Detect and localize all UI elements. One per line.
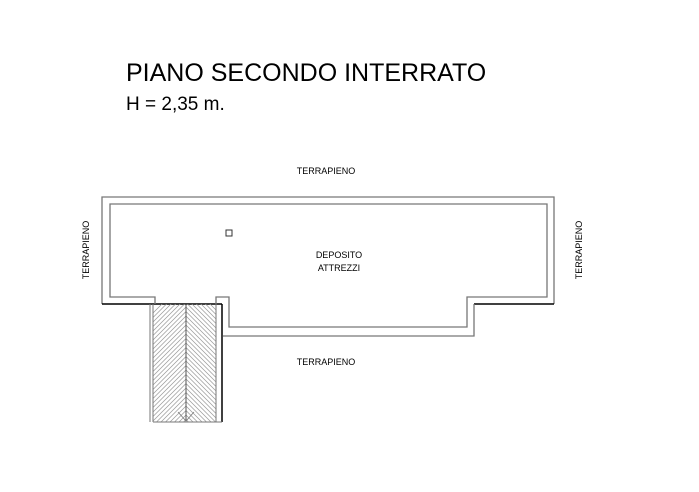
hatch-line	[153, 338, 186, 372]
hatch-line	[186, 442, 216, 472]
hatch-line	[153, 304, 172, 323]
hatch-line	[186, 347, 216, 378]
inner-wall	[109, 203, 548, 328]
hatch-line	[186, 315, 216, 347]
hatch-line	[196, 304, 216, 324]
hatch-line	[186, 438, 216, 468]
height-label: H = 2,35 m.	[126, 94, 225, 115]
hatch-line	[186, 456, 216, 486]
hatch-line	[153, 324, 186, 359]
hatch-line	[186, 306, 216, 338]
hatch-line	[200, 304, 216, 320]
terrapieno-left-label: TERRAPIENO	[81, 221, 91, 280]
room-label-deposito: DEPOSITO	[316, 250, 362, 260]
hatch-line	[186, 424, 216, 454]
hatch-line	[186, 320, 216, 351]
hatch-line	[186, 396, 212, 422]
hatch-line	[187, 304, 216, 333]
hatch-line	[169, 405, 186, 422]
hatch-line	[186, 451, 216, 481]
hatch-line	[153, 342, 186, 377]
hatch-line	[186, 419, 189, 422]
hatch-line	[186, 401, 207, 422]
hatch-line	[153, 360, 186, 395]
hatch-line	[153, 365, 186, 399]
hatch-line	[153, 304, 163, 314]
room-label-attrezzi: ATTREZZI	[318, 263, 360, 273]
staircase	[149, 304, 223, 489]
hatch-line	[186, 433, 216, 463]
hatch-line	[191, 304, 216, 329]
terrapieno-bottom-label: TERRAPIENO	[297, 357, 356, 367]
hatch-line	[153, 378, 186, 413]
hatch-line	[186, 333, 216, 365]
hatch-line	[186, 360, 216, 392]
hatch-line	[186, 410, 198, 422]
hatch-line	[153, 374, 186, 408]
hatch-line	[186, 329, 216, 360]
hatch-line	[153, 383, 186, 417]
hatch-line	[153, 451, 186, 484]
hatch-line	[153, 429, 186, 462]
hatch-line	[153, 356, 186, 390]
hatch-line	[153, 304, 181, 332]
hatch-line	[153, 387, 186, 422]
plan-title: PIANO SECONDO INTERRATO	[126, 59, 486, 87]
hatch-line	[186, 342, 216, 374]
hatch-line	[153, 311, 186, 345]
hatch-line	[186, 324, 216, 356]
hatch-line	[153, 433, 186, 466]
hatch-line	[156, 392, 186, 422]
hatch-line	[183, 419, 186, 422]
hatch-line	[153, 329, 186, 363]
terrapieno-top-label: TERRAPIENO	[297, 166, 356, 176]
stair-arrow-icon	[177, 411, 195, 422]
hatch-line	[186, 429, 216, 459]
hatch-line	[160, 396, 186, 422]
hatch-line	[153, 442, 186, 475]
hatch-line	[186, 414, 194, 422]
hatch-line	[153, 333, 186, 368]
hatch-line	[186, 351, 216, 383]
column-marker	[225, 229, 233, 237]
hatch-line	[205, 304, 216, 315]
hatch-line	[153, 306, 186, 341]
hatch-line	[165, 401, 186, 422]
hatch-line	[153, 347, 186, 381]
hatch-line	[153, 424, 186, 457]
hatch-line	[153, 320, 186, 354]
hatch-line	[186, 369, 216, 401]
hatch-line	[153, 438, 186, 471]
hatch-line	[186, 365, 216, 396]
hatch-line	[178, 414, 186, 422]
hatch-line	[186, 374, 216, 405]
hatch-line	[186, 405, 203, 422]
hatch-line	[153, 369, 186, 404]
hatch-line	[186, 387, 216, 419]
hatch-line	[153, 351, 186, 386]
hatch-line	[153, 304, 185, 336]
hatch-line	[186, 392, 216, 422]
terrapieno-right-label: TERRAPIENO	[574, 221, 584, 280]
hatch-line	[186, 311, 216, 342]
hatch-line	[209, 304, 216, 311]
hatch-line	[153, 304, 176, 327]
hatch-line	[153, 304, 167, 318]
hatch-line	[186, 383, 216, 414]
hatch-line	[153, 456, 186, 489]
hatch-line	[186, 356, 216, 387]
hatch-line	[174, 410, 186, 422]
hatch-line	[186, 378, 216, 410]
hatch-line	[186, 338, 216, 369]
hatch-line	[153, 315, 186, 350]
hatch-line	[186, 447, 216, 477]
hatch-line	[153, 447, 186, 480]
